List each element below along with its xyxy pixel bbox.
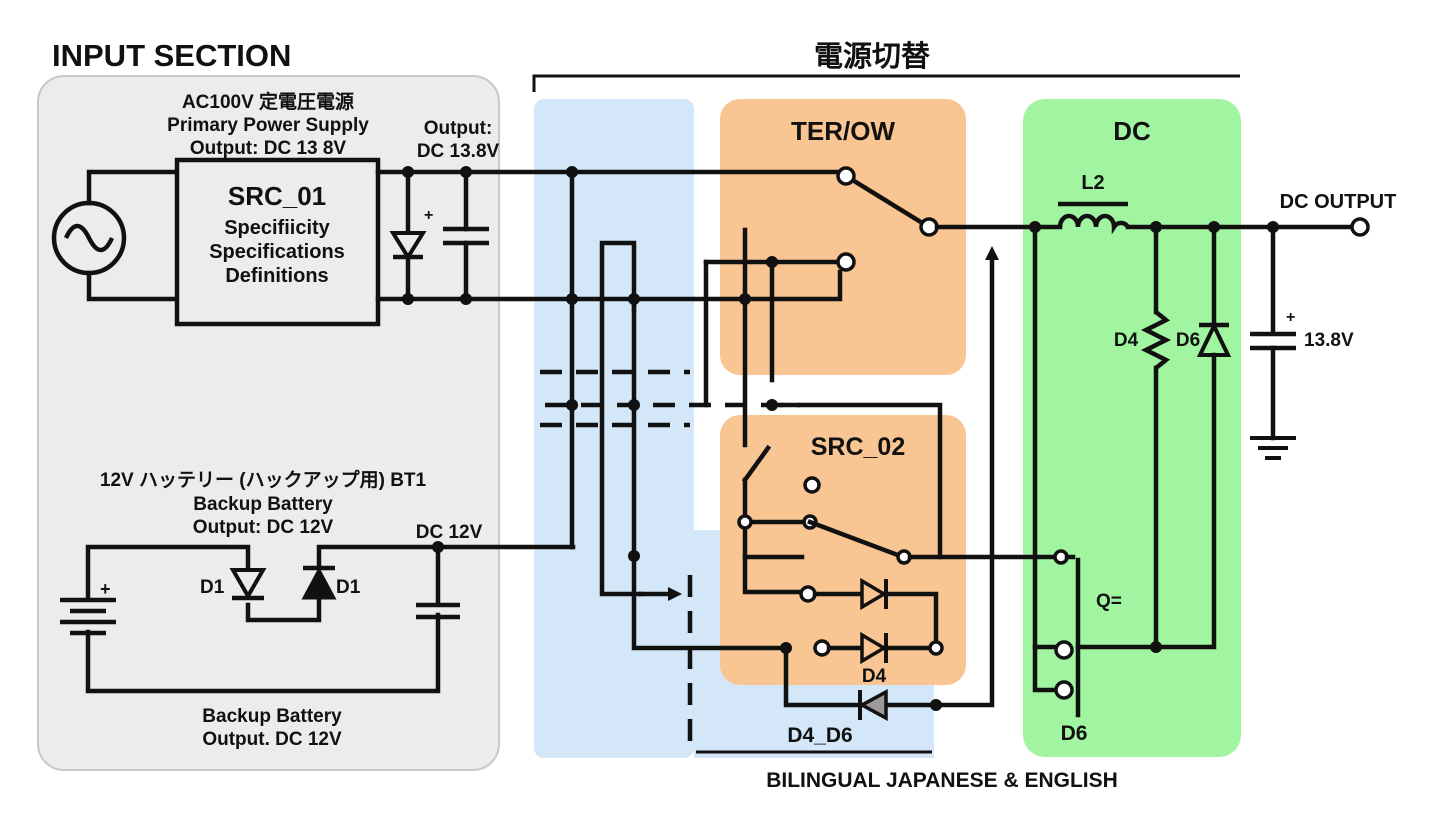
src-01-line-2: Specifications: [209, 241, 345, 263]
footer-caption: BILINGUAL JAPANESE & ENGLISH: [766, 769, 1118, 792]
src-01-block: [174, 157, 381, 327]
battery-loop-top-left: [85, 544, 251, 601]
ter-ow-common-contact: [919, 217, 939, 237]
d6-bottom-label: D6: [1061, 722, 1088, 745]
inductor-l2-icon: [1057, 201, 1130, 235]
primary-diode-polarity: +: [424, 207, 433, 224]
battery-bottom-title: Backup Battery: [202, 706, 342, 727]
src-02-contact-a: [803, 476, 821, 494]
inductor-label: L2: [1081, 172, 1104, 194]
switching-section-bracket: [532, 74, 1240, 92]
primary-title-en: Primary Power Supply: [167, 115, 369, 136]
ter-ow-title: TER/OW: [791, 116, 895, 146]
input-section-heading: INPUT SECTION: [52, 38, 291, 73]
ac-wire-bottom: [86, 270, 180, 302]
dc-title: DC: [1113, 116, 1151, 146]
battery-diode-link: [245, 595, 322, 623]
battery-bottom-spec: Output. DC 12V: [202, 729, 342, 750]
battery-capacitor-icon: [416, 602, 460, 620]
dc-panel: [1023, 99, 1241, 757]
primary-output-spec: Output: DC 13 8V: [190, 138, 347, 159]
d6-label: D6: [1176, 330, 1200, 351]
src-02-diode-2-icon: [860, 631, 888, 665]
q-terminal-2: [1054, 680, 1074, 700]
sense-line: [933, 255, 995, 708]
output-voltage-label: 13.8V: [1304, 330, 1354, 351]
src-02-contact-b-left: [737, 514, 753, 530]
blue-panel: [534, 99, 694, 758]
src-02-diode-2-end: [928, 640, 944, 656]
d4-d6-diode-icon: [858, 689, 888, 721]
src-01-line-3: Definitions: [225, 265, 328, 287]
ac-wire-top: [86, 169, 180, 206]
battery-dc-label: DC 12V: [416, 522, 483, 543]
d4-label: D4: [1114, 330, 1139, 351]
q-label: Q=: [1096, 591, 1122, 612]
output-cap-polarity: +: [1286, 309, 1295, 326]
primary-output-voltage: DC 13.8V: [417, 141, 500, 162]
battery-polarity: +: [100, 579, 111, 599]
input-section-panel: [37, 75, 500, 771]
matrix-loop-b: [599, 240, 643, 597]
battery-diode-d1-left-icon: [229, 568, 267, 601]
d4-small-label: D4: [862, 666, 887, 687]
resistor-d4-icon: [1140, 310, 1172, 370]
primary-title-jp: AC100V 定電圧電源: [182, 90, 354, 113]
src-02-diode-1-wire: [812, 591, 939, 651]
battery-loop-top-right: [316, 544, 576, 570]
src-02-switch-blade: [807, 519, 906, 560]
dc-output-terminal: [1350, 217, 1370, 237]
dc-output-label: DC OUTPUT: [1280, 191, 1397, 213]
ter-ow-panel: [720, 99, 966, 375]
ter-ow-switch-blade: [842, 172, 928, 228]
src-02-diode-1-icon: [860, 577, 888, 611]
diode-d6-wire-bottom: [1153, 352, 1217, 650]
src-02-title: SRC_02: [811, 433, 906, 461]
battery-d1-left-label: D1: [200, 577, 225, 598]
battery-loop-bottom: [85, 612, 441, 694]
matrix-arrow-head: [668, 587, 682, 601]
primary-diode-icon: [389, 231, 427, 261]
ter-ow-contact-lower: [836, 252, 856, 272]
battery-output-spec: Output: DC 12V: [193, 517, 334, 538]
battery-icon: [60, 597, 116, 636]
battery-title-en: Backup Battery: [193, 494, 333, 515]
primary-negative-rail: [375, 269, 843, 302]
primary-output-label: Output:: [424, 118, 493, 139]
src-01-name: SRC_01: [228, 181, 326, 211]
battery-d1-right-label: D1: [336, 577, 361, 598]
q-terminal-1: [1054, 640, 1074, 660]
ground-icon: [1250, 436, 1296, 460]
d4-d6-label: D4_D6: [787, 724, 852, 747]
src-01-line-1: Specifiicity: [224, 217, 330, 239]
battery-diode-d1-right-icon: [301, 565, 337, 600]
src-02-feed-top: [779, 402, 943, 560]
src-02-panel: [720, 415, 966, 685]
q-emitter-wire: [1032, 644, 1058, 693]
primary-capacitor-icon: [443, 226, 489, 246]
ter-ow-contact-top: [836, 166, 856, 186]
battery-title-jp: 12V ハッテリー (ハックアップ用) BT1: [100, 468, 427, 491]
sense-arrow-head: [985, 246, 999, 260]
src-02-blade-a: [741, 444, 772, 484]
switching-heading: 電源切替: [814, 40, 930, 73]
matrix-vertical-c: [631, 296, 787, 651]
